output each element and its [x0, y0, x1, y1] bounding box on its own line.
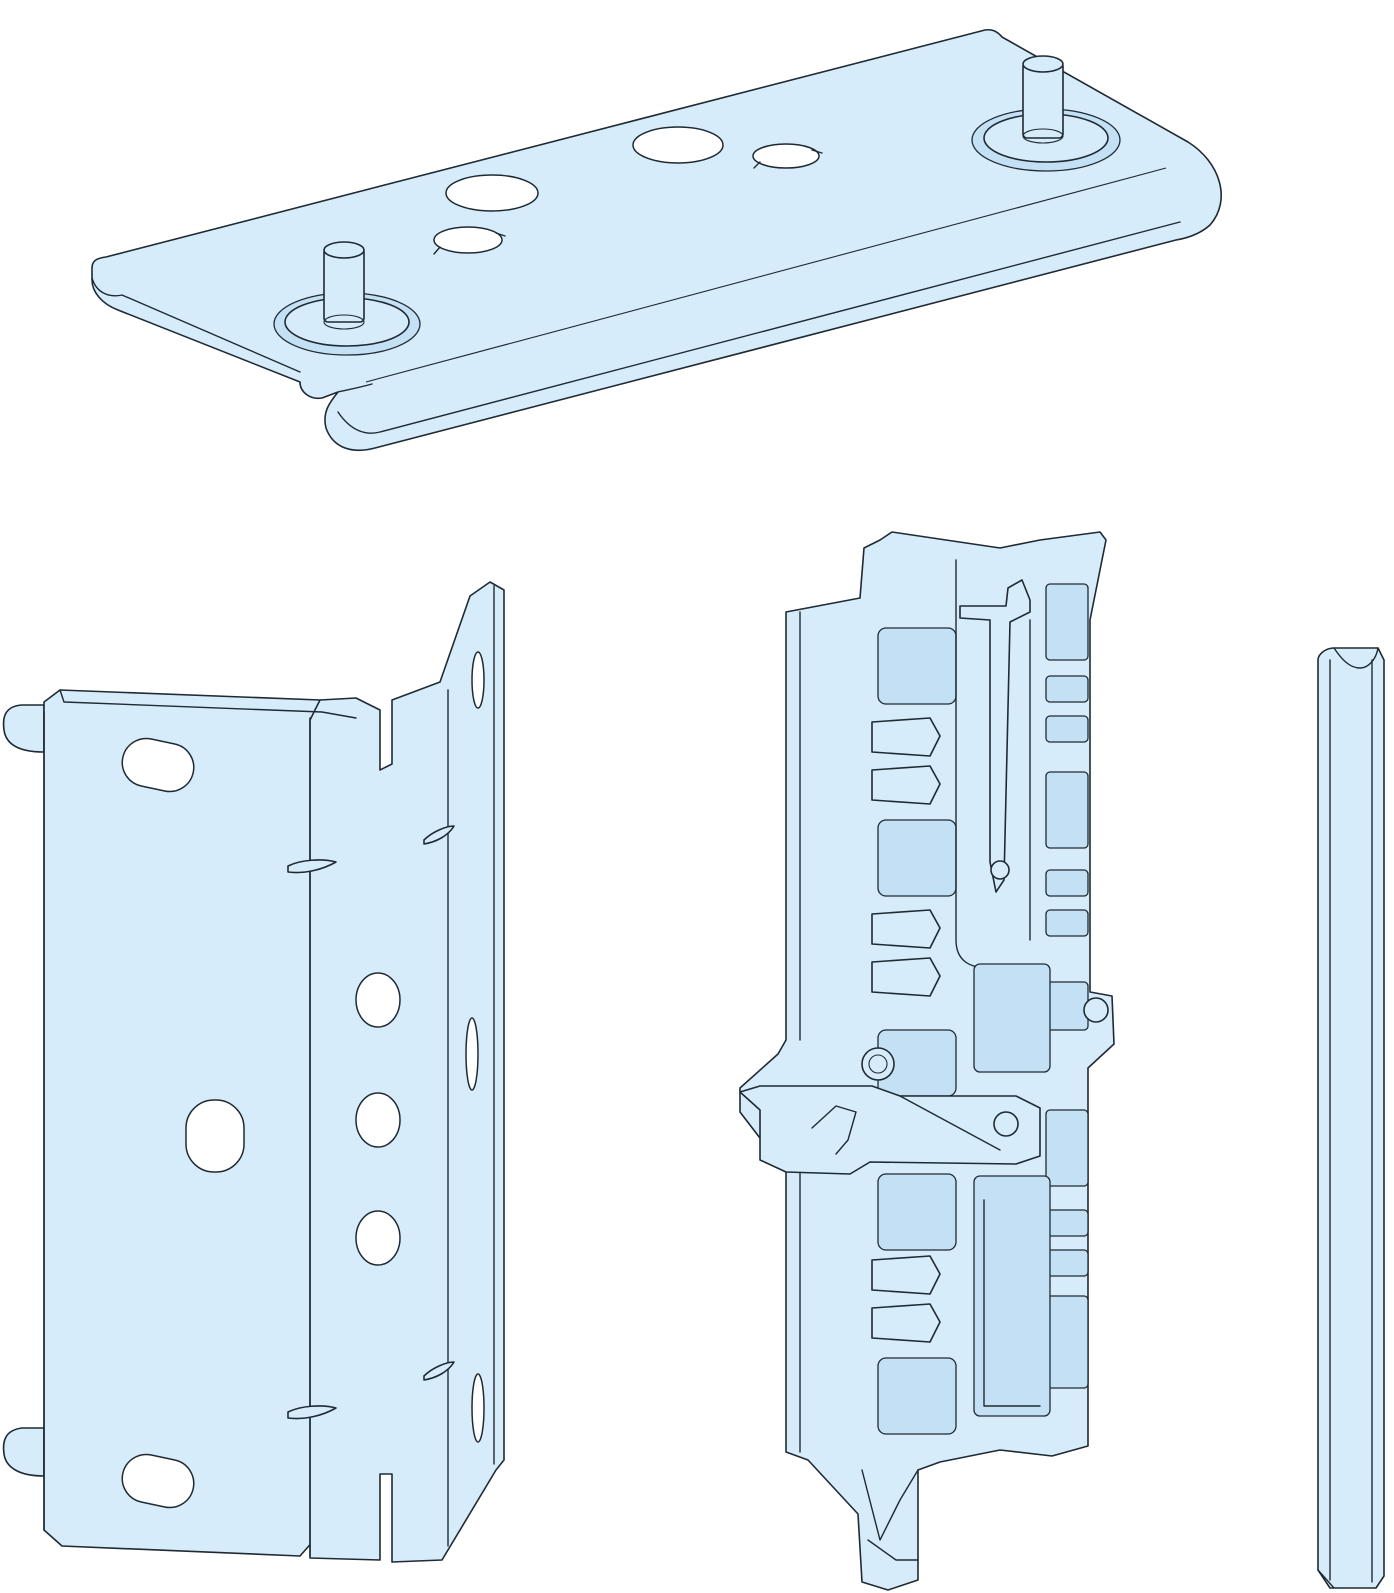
- mounting-plate: [91, 28, 1222, 452]
- mounting-plate-clip-hole: [752, 143, 823, 169]
- angle-bracket-tab: [2, 704, 45, 753]
- rail-clip-recess: [973, 1175, 1051, 1417]
- profile-bar-body: [1317, 647, 1385, 1589]
- angle-bracket-hole: [355, 1092, 401, 1148]
- rail-clip: [739, 531, 1115, 1591]
- mounting-plate-bend-line: [365, 167, 1167, 383]
- rail-clip-pin: [861, 1047, 895, 1081]
- angle-bracket-hole: [355, 1210, 401, 1266]
- rail-clip-latch: [739, 1085, 1041, 1175]
- rail-clip-pin: [990, 860, 1010, 880]
- angle-bracket-slot: [121, 737, 195, 793]
- left-stud: [273, 241, 421, 356]
- angle-bracket-hole: [471, 1373, 485, 1443]
- angle-bracket-slot: [185, 1099, 245, 1173]
- angle-bracket-slot: [121, 1453, 195, 1509]
- rail-clip-pin: [993, 1111, 1019, 1137]
- mounting-plate-hole: [445, 174, 539, 212]
- rail-clip-pin: [1083, 997, 1109, 1023]
- mounting-plate-hole: [632, 126, 724, 164]
- angle-bracket: [2, 581, 505, 1563]
- angle-bracket-hole: [465, 1017, 479, 1091]
- rail-clip-recess: [973, 963, 1051, 1073]
- right-stud: [971, 55, 1121, 172]
- profile-bar: [1317, 647, 1385, 1589]
- angle-bracket-tab: [2, 1427, 45, 1477]
- angle-bracket-hole: [355, 972, 401, 1028]
- rail-clip-teeth-right: [1045, 583, 1089, 1389]
- angle-bracket-hole: [471, 651, 485, 709]
- angle-bracket-side-face: [309, 581, 505, 1563]
- rail-clip-channel: [959, 579, 1031, 893]
- mounting-plate-clip-hole: [433, 226, 506, 255]
- rail-clip-teeth-left: [871, 627, 957, 1435]
